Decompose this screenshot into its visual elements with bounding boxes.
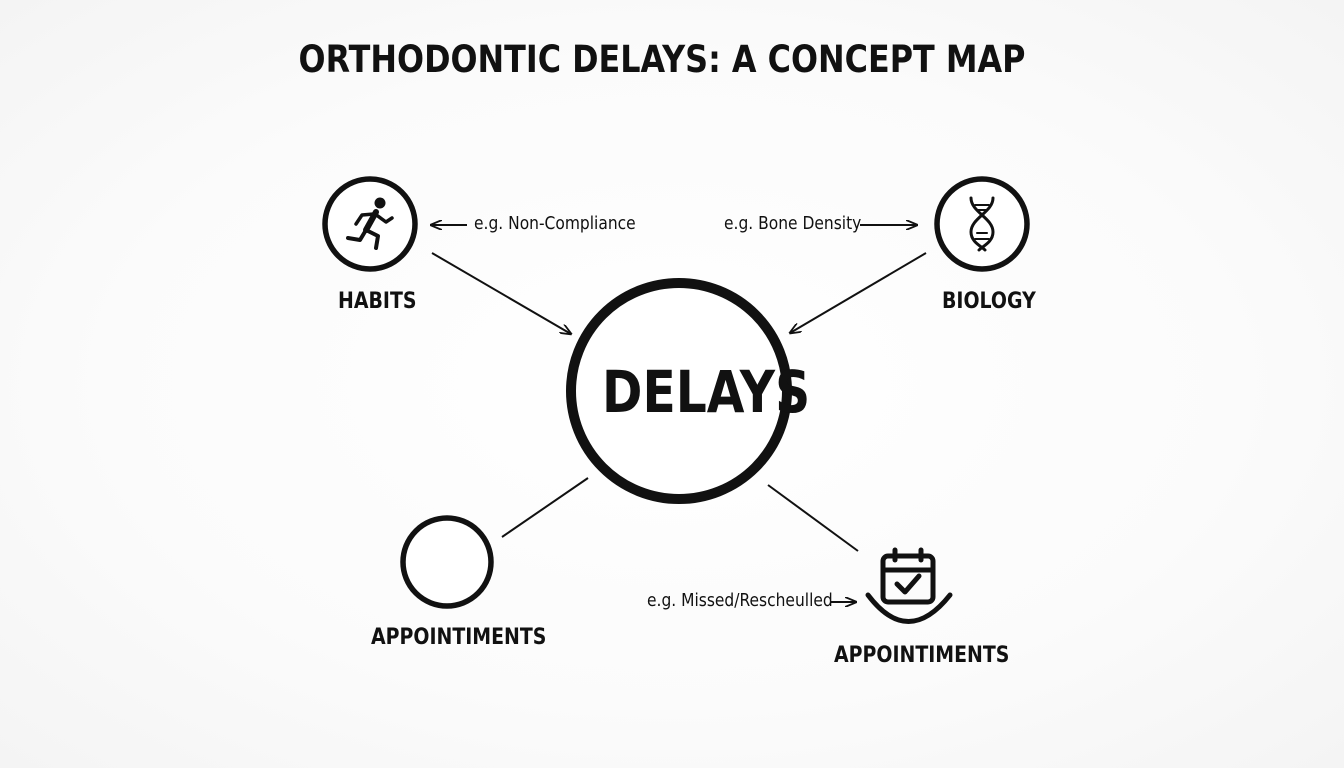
- appointments-left-node: [400, 515, 494, 609]
- appointments-left-label: APPOINTIMENTS: [371, 625, 547, 650]
- delays-label: DELAYS: [602, 358, 811, 426]
- appointments-left-connector: [501, 477, 589, 538]
- appointments-right-connector: [767, 484, 859, 552]
- habits-node: [322, 176, 418, 272]
- running-person-icon: [346, 197, 394, 250]
- appointments-example: e.g. Missed/Rescheulled: [647, 590, 833, 611]
- biology-label: BIOLOGY: [942, 289, 1036, 314]
- delays-circle: [566, 278, 792, 504]
- habits-label: HABITS: [338, 289, 417, 314]
- appointments-right-node: [865, 547, 953, 624]
- appointments-right-label: APPOINTIMENTS: [834, 643, 1010, 668]
- appointments-arc: [865, 592, 953, 624]
- habits-to-delays-arrow: [431, 252, 571, 334]
- dna-icon: [969, 196, 995, 252]
- biology-example: e.g. Bone Density: [724, 213, 862, 234]
- calendar-check-icon: [880, 547, 936, 605]
- biology-node: [934, 176, 1030, 272]
- biology-to-delays-arrow: [790, 252, 927, 333]
- page-title: ORTHODONTIC DELAYS: A CONCEPT MAP: [298, 38, 1026, 81]
- habits-example: e.g. Non-Compliance: [474, 213, 636, 234]
